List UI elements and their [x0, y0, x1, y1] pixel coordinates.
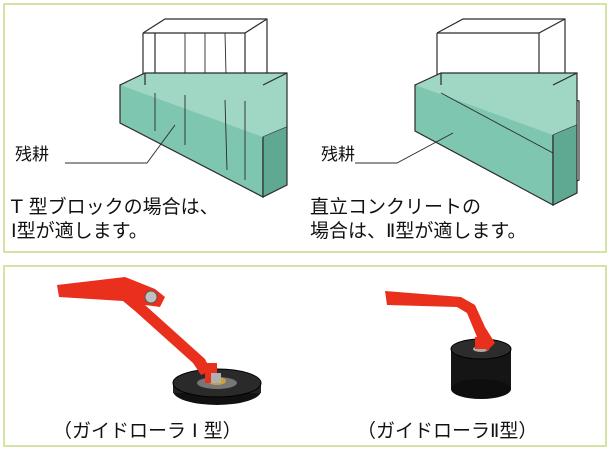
- right-residual-label: 残耕: [321, 145, 355, 165]
- right-caption-line2: 場合は、Ⅱ型が適します。: [310, 220, 527, 242]
- roller2-caption: （ガイドローラⅡ型）: [357, 420, 538, 442]
- guide-roller-1-illustration: [57, 277, 262, 405]
- t-block-diagram: [65, 18, 288, 198]
- top-panel: 残耕 T 型ブロックの場合は、 Ⅰ型が適します。 残耕 直立コンクリートの 場合…: [3, 3, 607, 253]
- upright-concrete-diagram: [355, 18, 580, 207]
- left-residual-label: 残耕: [15, 145, 49, 165]
- roller1-caption: （ガイドローラ Ⅰ 型）: [53, 420, 242, 442]
- block-diagrams: [65, 18, 580, 207]
- right-caption-line1: 直立コンクリートの: [310, 196, 482, 218]
- left-caption-line2: Ⅰ型が適します。: [11, 220, 148, 242]
- bottom-panel: （ガイドローラ Ⅰ 型） （ガイドローラⅡ型）: [3, 265, 607, 447]
- roller-illustrations: [57, 277, 512, 405]
- left-caption-line1: T 型ブロックの場合は、: [11, 196, 219, 218]
- guide-roller-2-illustration: [385, 291, 512, 399]
